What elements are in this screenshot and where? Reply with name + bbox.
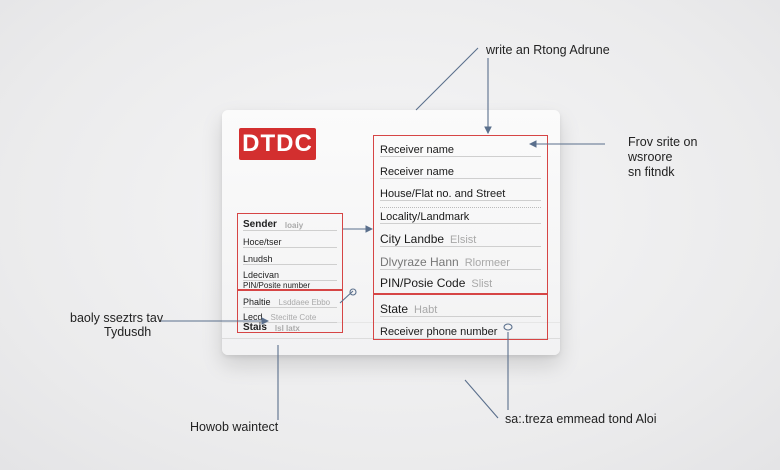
receiver-row: State Habt (380, 296, 541, 317)
receiver-row: House/Flat no. and Street (380, 180, 541, 201)
receiver-field-hint: Rlormeer (464, 257, 510, 269)
receiver-field-label: House/Flat no. and Street (380, 188, 506, 200)
sender-address-box: Sender loaiy Hoce/tser Lnudsh Ldecivan P… (237, 213, 343, 333)
bottom-right-diag (464, 379, 499, 419)
sender-row: Ldecivan (243, 264, 337, 281)
annotation-right-1: Frov srite on (628, 135, 698, 149)
receiver-row: Receiver name (380, 136, 541, 157)
receiver-field-label: Receiver name (380, 144, 454, 156)
top-leader-line (415, 47, 479, 111)
receiver-row: Locality/Landmark (380, 203, 541, 224)
sender-field-label: Phaltie (243, 297, 271, 307)
sender-field-label: Lnudsh (243, 254, 273, 264)
receiver-field-label: City Landbe (380, 232, 445, 246)
sender-row: Lnudsh (243, 248, 337, 265)
receiver-divider (374, 293, 547, 295)
annotation-right-2: wsroore (628, 150, 673, 164)
sender-field-hint: Lsddaee Ebbo (278, 298, 331, 307)
receiver-field-hint: Slist (471, 278, 493, 290)
receiver-field-hint: Elsist (450, 234, 477, 246)
receiver-row: Dlvyraze Hann Rlormeer (380, 249, 541, 270)
receiver-dotted-line (380, 206, 541, 208)
sender-ring (349, 288, 357, 296)
phone-ring (503, 323, 513, 331)
sender-row: Stais lsl Iatx (243, 317, 337, 333)
annotation-bottom-left: Howob waintect (190, 420, 279, 434)
receiver-address-box: Receiver name Receiver name House/Flat n… (373, 135, 548, 340)
receiver-row: Receiver phone number (380, 318, 541, 338)
receiver-field-label: Receiver name (380, 166, 454, 178)
annotation-right-3: sn fitndk (628, 165, 675, 179)
annotation-left-1: baoly sseztrs tav (70, 311, 164, 325)
sender-row: PIN/Posite number (243, 274, 337, 290)
sender-row: Sender loaiy (243, 214, 337, 231)
sender-divider (238, 289, 342, 291)
sender-row: Hoce/tser (243, 231, 337, 248)
sender-label: Sender (243, 219, 277, 230)
receiver-row: Receiver name (380, 158, 541, 179)
annotation-top: write an Rtong Adrune (486, 43, 610, 57)
receiver-field-label: PIN/Posie Code (380, 276, 466, 290)
receiver-field-label: Receiver phone number (380, 326, 498, 338)
parcel-fold (222, 322, 560, 323)
sender-row: Lecd Stecitte Cote (243, 306, 337, 323)
sender-field-label: Lecd (243, 312, 263, 322)
receiver-field-label: Locality/Landmark (380, 211, 470, 223)
sender-row: Phaltie Lsddaee Ebbo (243, 291, 337, 308)
sender-field-hint: Stecitte Cote (270, 313, 317, 322)
sender-field-hint: lsl Iatx (274, 324, 300, 333)
receiver-field-hint: Habt (414, 304, 438, 316)
sender-hint: loaiy (284, 221, 304, 230)
receiver-row: PIN/Posie Code Slist (380, 270, 541, 290)
annotation-left-2: Tydusdh (104, 325, 152, 339)
sender-scribble (339, 290, 354, 304)
sender-field-label: Ldecivan (243, 270, 280, 280)
sender-field-label: Stais (243, 322, 267, 333)
receiver-field-label: Dlvyraze Hann (380, 255, 459, 269)
parcel-fold (222, 338, 560, 339)
receiver-field-label: State (380, 302, 409, 316)
annotation-bottom-right: sa:.treza emmead tond Aloi (505, 412, 657, 426)
sender-field-label: PIN/Posite number (243, 281, 311, 290)
dtdc-logo: DTDC (239, 128, 316, 160)
sender-field-label: Hoce/tser (243, 237, 282, 247)
receiver-row: City Landbe Elsist (380, 226, 541, 247)
